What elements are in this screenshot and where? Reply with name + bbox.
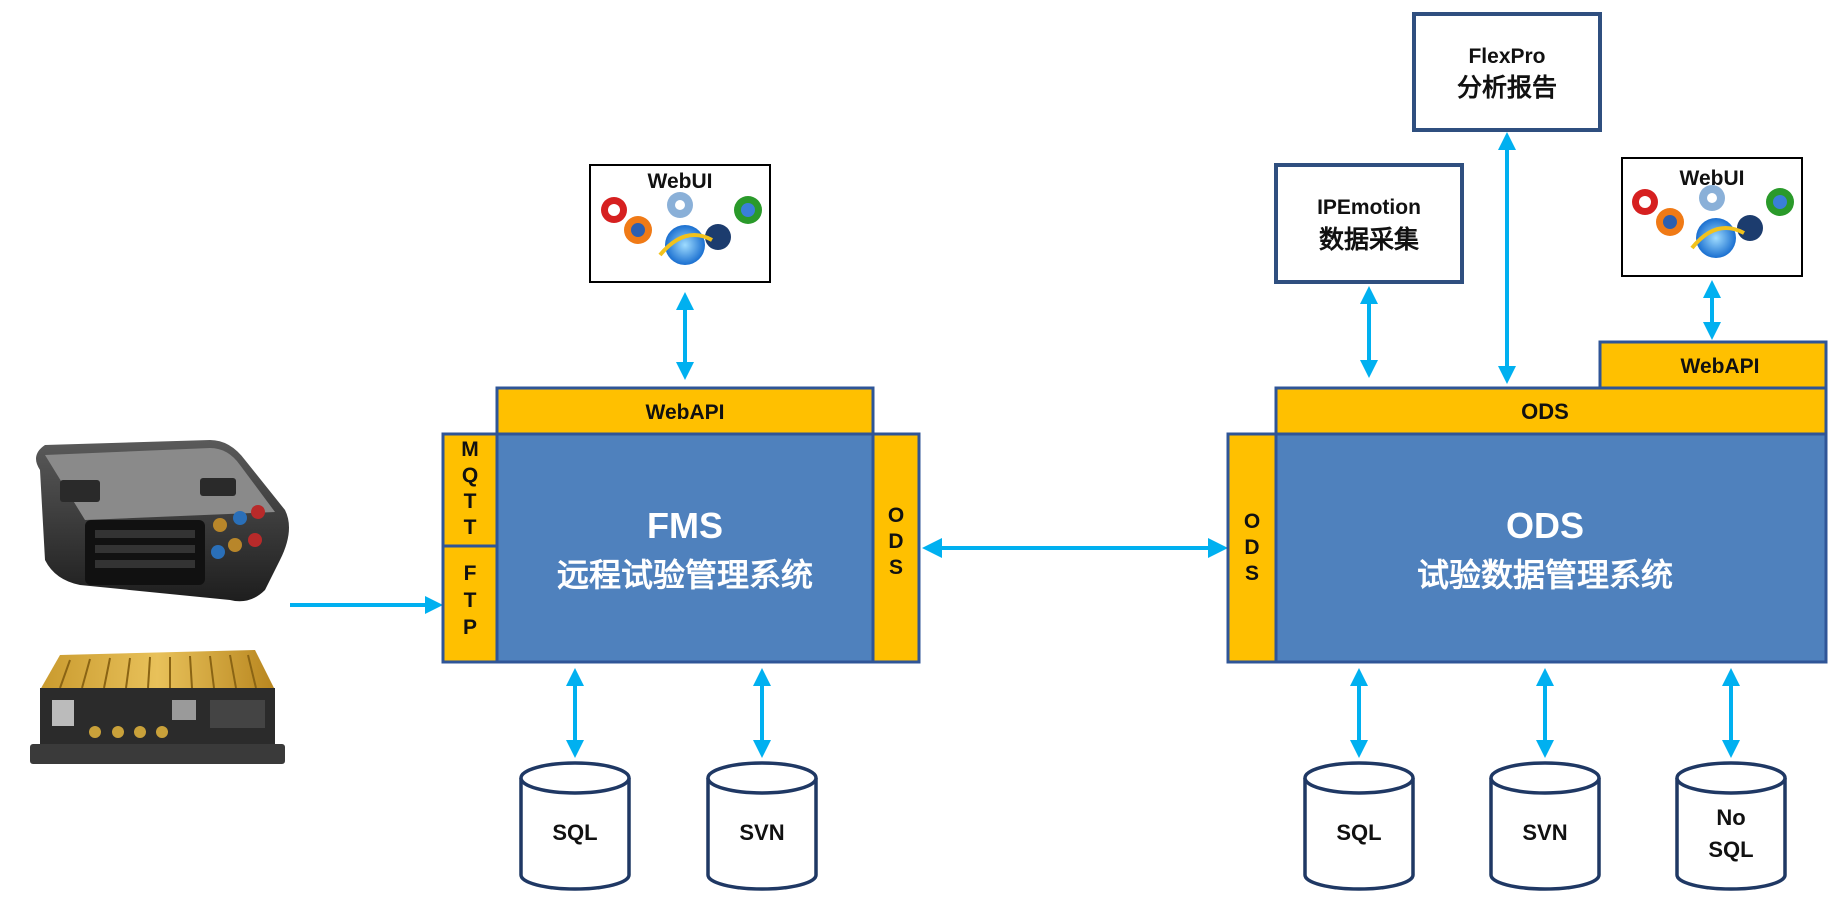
arrow-fms-sql — [566, 668, 584, 758]
arrow-flexpro-ods — [1498, 132, 1516, 384]
ods-nosql-line2: SQL — [1708, 837, 1753, 862]
arrow-fms-ods — [922, 538, 1228, 558]
fms-sql-database: SQL — [519, 761, 631, 891]
fms-mqtt-bar: M Q T T — [441, 432, 499, 548]
ods-main-block: ODS 试验数据管理系统 — [1274, 432, 1828, 664]
ods-webapi-label: WebAPI — [1681, 355, 1760, 378]
fms-mqtt-letter: Q — [462, 464, 478, 487]
arrow-ods-svn — [1536, 668, 1554, 758]
gateway-device-icon — [30, 650, 285, 764]
ods-side-letter: D — [1244, 536, 1259, 559]
ipemotion-line1: IPEmotion — [1317, 196, 1421, 219]
fms-mqtt-letter: T — [464, 490, 477, 513]
fms-title: FMS — [647, 505, 723, 546]
ods-webui-label: WebUI — [1680, 167, 1745, 190]
ods-side-bar: O D S — [1226, 432, 1278, 664]
fms-mqtt-letter: M — [461, 438, 479, 461]
ods-side-letter: S — [1245, 562, 1259, 585]
ods-side-letter: O — [1244, 510, 1260, 533]
fms-main-block: FMS 远程试验管理系统 — [495, 432, 875, 664]
ods-webapi-bar: WebAPI — [1598, 340, 1828, 390]
ods-top-bar: ODS — [1274, 386, 1828, 436]
fms-webapi-bar: WebAPI — [495, 386, 875, 436]
browser-icons — [1632, 185, 1794, 258]
ods-svn-label: SVN — [1522, 820, 1567, 845]
ipemotion-line2: 数据采集 — [1319, 225, 1420, 254]
fms-ftp-bar: F T P — [441, 544, 499, 664]
ods-title: ODS — [1506, 505, 1584, 546]
ods-top-bar-label: ODS — [1521, 399, 1569, 424]
fms-webapi-label: WebAPI — [646, 401, 725, 424]
fms-ods-bar: O D S — [871, 432, 921, 664]
fms-subtitle: 远程试验管理系统 — [557, 557, 813, 593]
ipemotion-box: IPEmotion 数据采集 — [1274, 163, 1464, 284]
ods-sql-database: SQL — [1303, 761, 1415, 891]
flexpro-box: FlexPro 分析报告 — [1412, 12, 1602, 132]
fms-webui-label: WebUI — [648, 170, 713, 193]
fms-svn-database: SVN — [706, 761, 818, 891]
fms-ftp-letter: F — [464, 562, 477, 585]
ods-svn-database: SVN — [1489, 761, 1601, 891]
arrow-fms-svn — [753, 668, 771, 758]
fms-ftp-letter: P — [463, 616, 477, 639]
ods-nosql-line1: No — [1716, 805, 1745, 830]
arrow-webui-webapi-fms — [676, 292, 694, 380]
ods-sql-label: SQL — [1336, 820, 1381, 845]
flexpro-line2: 分析报告 — [1457, 74, 1557, 102]
fms-webui-box: WebUI — [589, 164, 771, 283]
ods-webui-box: WebUI — [1621, 157, 1803, 277]
ods-nosql-database: No SQL — [1675, 761, 1787, 891]
logger-device-icon — [36, 440, 289, 602]
fms-ods-letter: O — [888, 504, 904, 527]
browser-icons — [601, 192, 762, 265]
arrow-ods-nosql — [1722, 668, 1740, 758]
arrow-webui-webapi-ods — [1703, 280, 1721, 340]
fms-ods-letter: D — [888, 530, 903, 553]
flexpro-line1: FlexPro — [1468, 45, 1545, 68]
fms-mqtt-letter: T — [464, 516, 477, 539]
arrow-devices-to-fms — [290, 596, 443, 614]
fms-ftp-letter: T — [464, 589, 477, 612]
arrow-ods-sql — [1350, 668, 1368, 758]
fms-svn-label: SVN — [739, 820, 784, 845]
fms-sql-label: SQL — [552, 820, 597, 845]
arrow-ipemotion-ods — [1360, 286, 1378, 378]
fms-ods-letter: S — [889, 556, 903, 579]
ods-subtitle: 试验数据管理系统 — [1417, 557, 1673, 593]
